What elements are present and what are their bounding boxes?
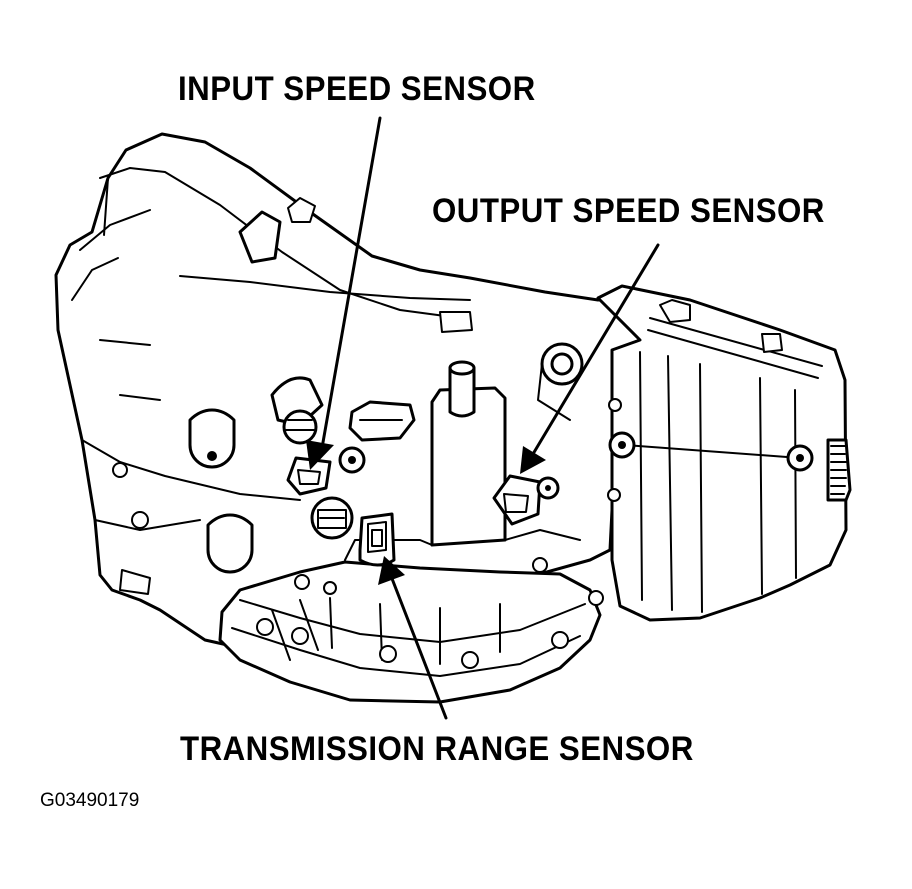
output-sensor-arrow: [531, 243, 660, 456]
figure-id: G03490179: [40, 790, 140, 811]
input-speed-sensor-label: INPUT SPEED SENSOR: [178, 70, 536, 108]
sensor-plug: [310, 496, 354, 540]
transmission-range-sensor: [358, 512, 396, 567]
output-speed-sensor: [492, 474, 560, 526]
input-sensor-arrow: [320, 116, 382, 450]
output-speed-sensor-label: OUTPUT SPEED SENSOR: [432, 192, 825, 230]
input-speed-sensor: [286, 446, 366, 496]
transmission-range-sensor-label: TRANSMISSION RANGE SENSOR: [180, 730, 694, 768]
oil-pan: [218, 560, 602, 704]
range-sensor-arrow: [389, 574, 448, 720]
